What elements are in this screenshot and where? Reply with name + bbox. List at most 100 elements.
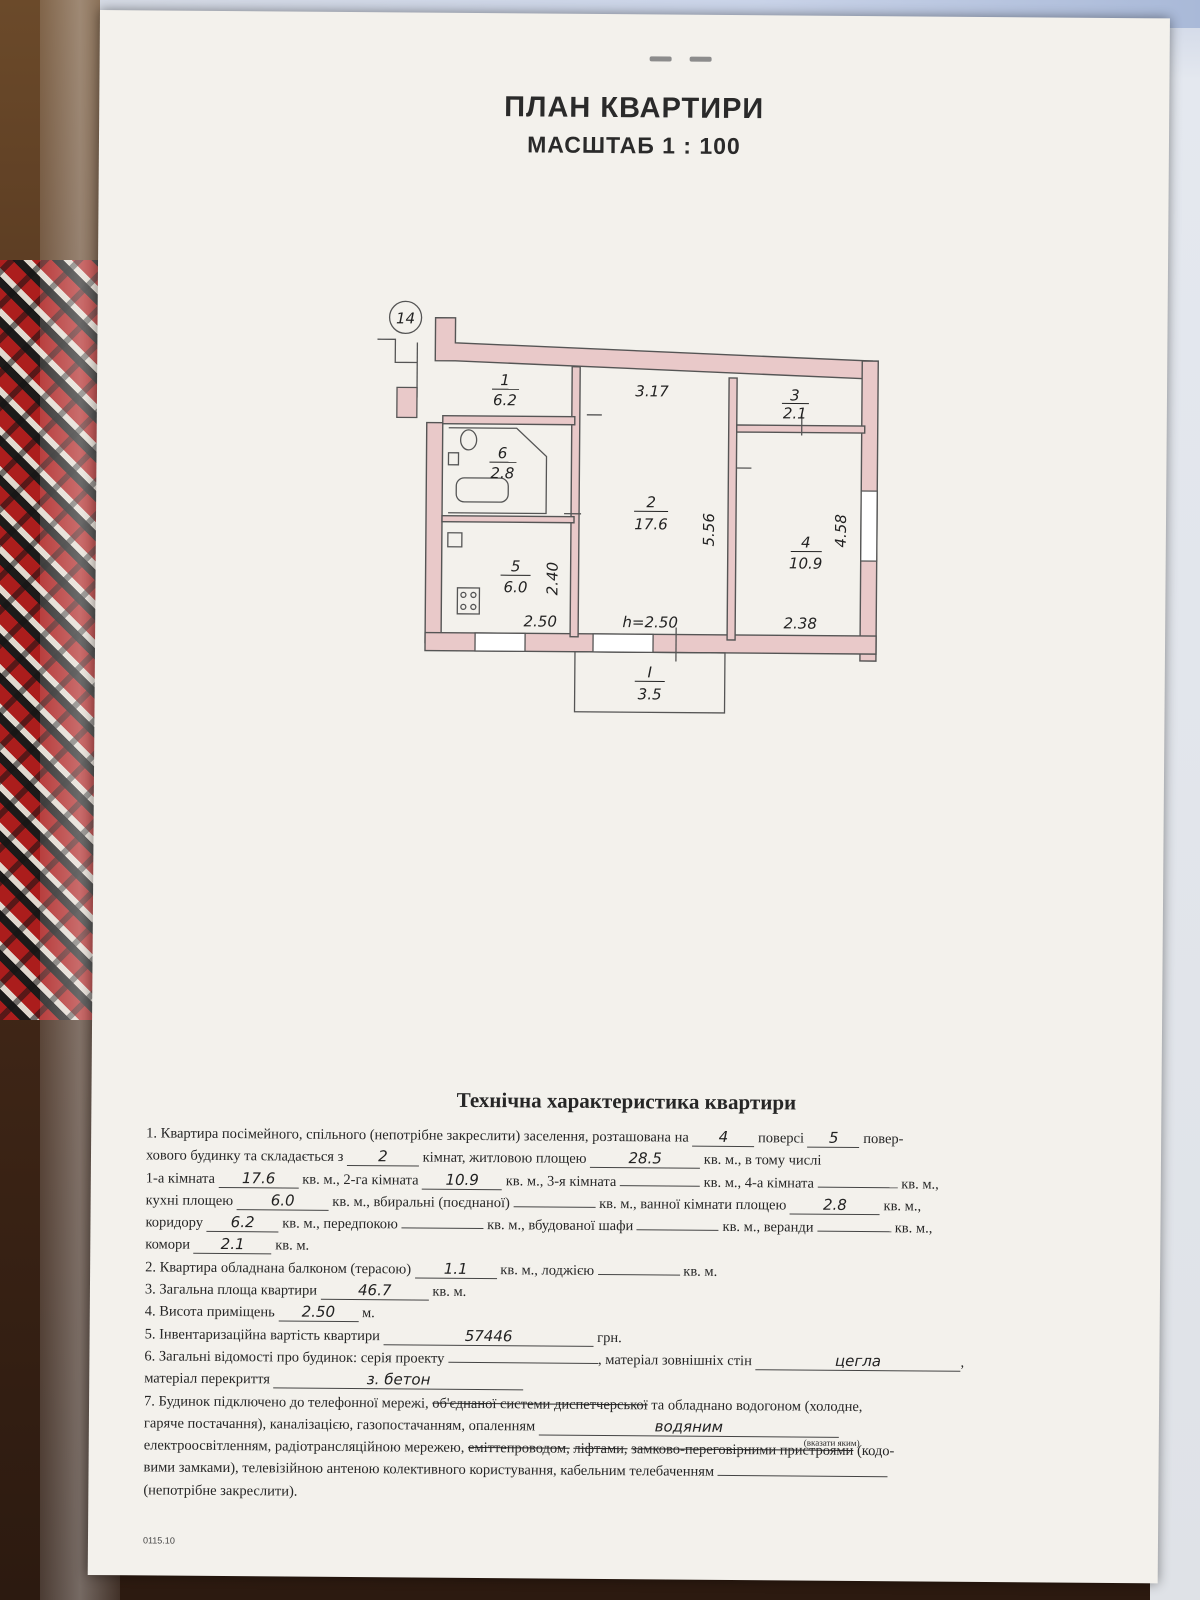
dim-room5-height: 2.40 [543,562,561,596]
label: гаряче постачання), каналізацією, газопо… [143,1415,536,1435]
label: кухні площею [145,1192,234,1209]
corridor-value: 6.2 [206,1213,279,1233]
dim-ceiling-height: h=2.50 [622,613,678,631]
bathroom-value: 2.8 [789,1195,881,1216]
inventory-value: 57446 [383,1325,594,1347]
technical-characteristics: Технічна характеристика квартири 1. Квар… [143,1085,1106,1509]
label: (непотрібне закреслити). [143,1482,298,1500]
label: грн. [597,1329,622,1346]
label: 1-а кімната [145,1169,216,1187]
label: комори [145,1236,191,1254]
room-5-number: 5 [511,557,521,575]
wall [441,514,575,524]
label: , [960,1354,965,1371]
room-6-number: 6 [498,444,508,462]
struck-text: об'єднаної системи диспетчерської [432,1395,648,1413]
label: вими замками), телевізійною антеною коле… [143,1459,715,1481]
label: кв. м. [683,1263,718,1280]
dim-room4-height: 4.58 [832,514,850,548]
blank-field [817,1218,892,1233]
room2-value: 10.9 [422,1170,503,1190]
dim-room2-height: 5.56 [700,513,718,547]
room-3-area: 2.1 [783,404,807,422]
staple [649,56,672,62]
balcony-area: 3.5 [638,685,662,703]
wall [442,414,576,426]
room-4-number: 4 [801,534,811,552]
tech-title: Технічна характеристика квартири [456,1087,797,1115]
blank-field [513,1194,596,1208]
label: , матеріал зовнішніх стін [598,1351,752,1370]
floor-value: 4 [692,1127,755,1148]
blank-field [597,1261,680,1276]
label: 5. Інвентаризаційна вартість квартири [144,1326,381,1344]
staple [689,56,712,62]
label: кв. м., ванної кімнати площею [599,1195,787,1214]
room-4-area: 10.9 [789,554,823,572]
plan-marker: 14 [396,309,415,327]
height-value: 2.50 [278,1302,359,1323]
label: кв. м. [275,1237,310,1255]
heating-value: водяним [538,1416,839,1438]
label: та обладнано водогоном (холодне, [651,1396,863,1415]
label: хового будинку та складається з [145,1147,344,1166]
wall-material-value: цегла [755,1351,961,1372]
label: 7. Будинок підключено до телефонної мере… [144,1392,429,1412]
balcony-value: 1.1 [414,1259,497,1279]
balcony-number: I [648,663,653,681]
label: (кодо- [856,1443,895,1460]
label: кв. м., веранди [722,1219,814,1236]
room-1-number: 1 [500,371,510,389]
struck-text: замково-переговірними пристроями [631,1441,854,1460]
blank-field [717,1463,888,1478]
label: 2. Квартира обладнана балконом (терасою) [145,1259,412,1278]
label: кімнат, житловою площею [422,1149,587,1168]
label: поверсі [758,1130,805,1147]
label: коридору [145,1214,204,1232]
blank-field [636,1217,719,1232]
label: кв. м., 2-га кімната [302,1171,419,1189]
label: електроосвітленням, радіотрансляційною м… [143,1437,465,1457]
label: кв. м., [883,1198,922,1215]
label: кв. м., 3-я кімната [505,1172,617,1190]
room-1-area: 6.2 [493,391,517,409]
room-3-number: 3 [790,386,800,404]
kitchen-value: 6.0 [236,1191,329,1211]
wall [434,316,873,380]
wall [735,424,866,434]
wall [726,377,738,641]
living-area-value: 28.5 [590,1149,701,1170]
label: повер- [863,1131,904,1148]
room-2-number: 2 [646,493,656,511]
floors-total-value: 5 [807,1128,860,1149]
struck-text: еміттепроводом, [467,1440,570,1457]
wall [569,366,581,638]
room-2-area: 17.6 [634,515,668,533]
floor-plan: 14 1 6.2 2 17.6 3 2.1 4 10.9 5 6.0 6 2.8… [377,300,879,714]
label: кв. м., [894,1220,933,1237]
label: кв. м., вбудованої шафи [487,1217,634,1235]
label: кв. м., [901,1175,939,1193]
plan-title: ПЛАН КВАРТИРИ [504,91,765,126]
label: кв. м., вбиральні (поєднаної) [332,1193,510,1212]
rooms-count-value: 2 [346,1147,420,1167]
total-area-value: 46.7 [320,1280,429,1301]
room-5-area: 6.0 [503,578,527,596]
dim-room5-width: 2.50 [523,612,557,630]
plan-scale: МАСШТАБ 1 : 100 [527,131,741,160]
label: кв. м. [432,1283,467,1300]
blank-field [401,1215,484,1230]
label: кв. м., 4-а кімната [703,1174,815,1192]
dim-room2-top: 3.17 [635,382,669,400]
wall [424,421,444,644]
label: кв. м., передпокою [282,1215,398,1233]
dim-room4-width: 2.38 [783,614,817,632]
storage-value: 2.1 [193,1235,272,1255]
blank-field [619,1172,701,1187]
label: матеріал перекриття [144,1370,271,1388]
label: 6. Загальні відомості про будинок: серія… [144,1348,445,1367]
label: 4. Висота приміщень [144,1303,275,1321]
document-page: ПЛАН КВАРТИРИ МАСШТАБ 1 : 100 [87,10,1170,1584]
struck-text: ліфтами, [573,1440,628,1458]
label: м. [361,1305,375,1322]
